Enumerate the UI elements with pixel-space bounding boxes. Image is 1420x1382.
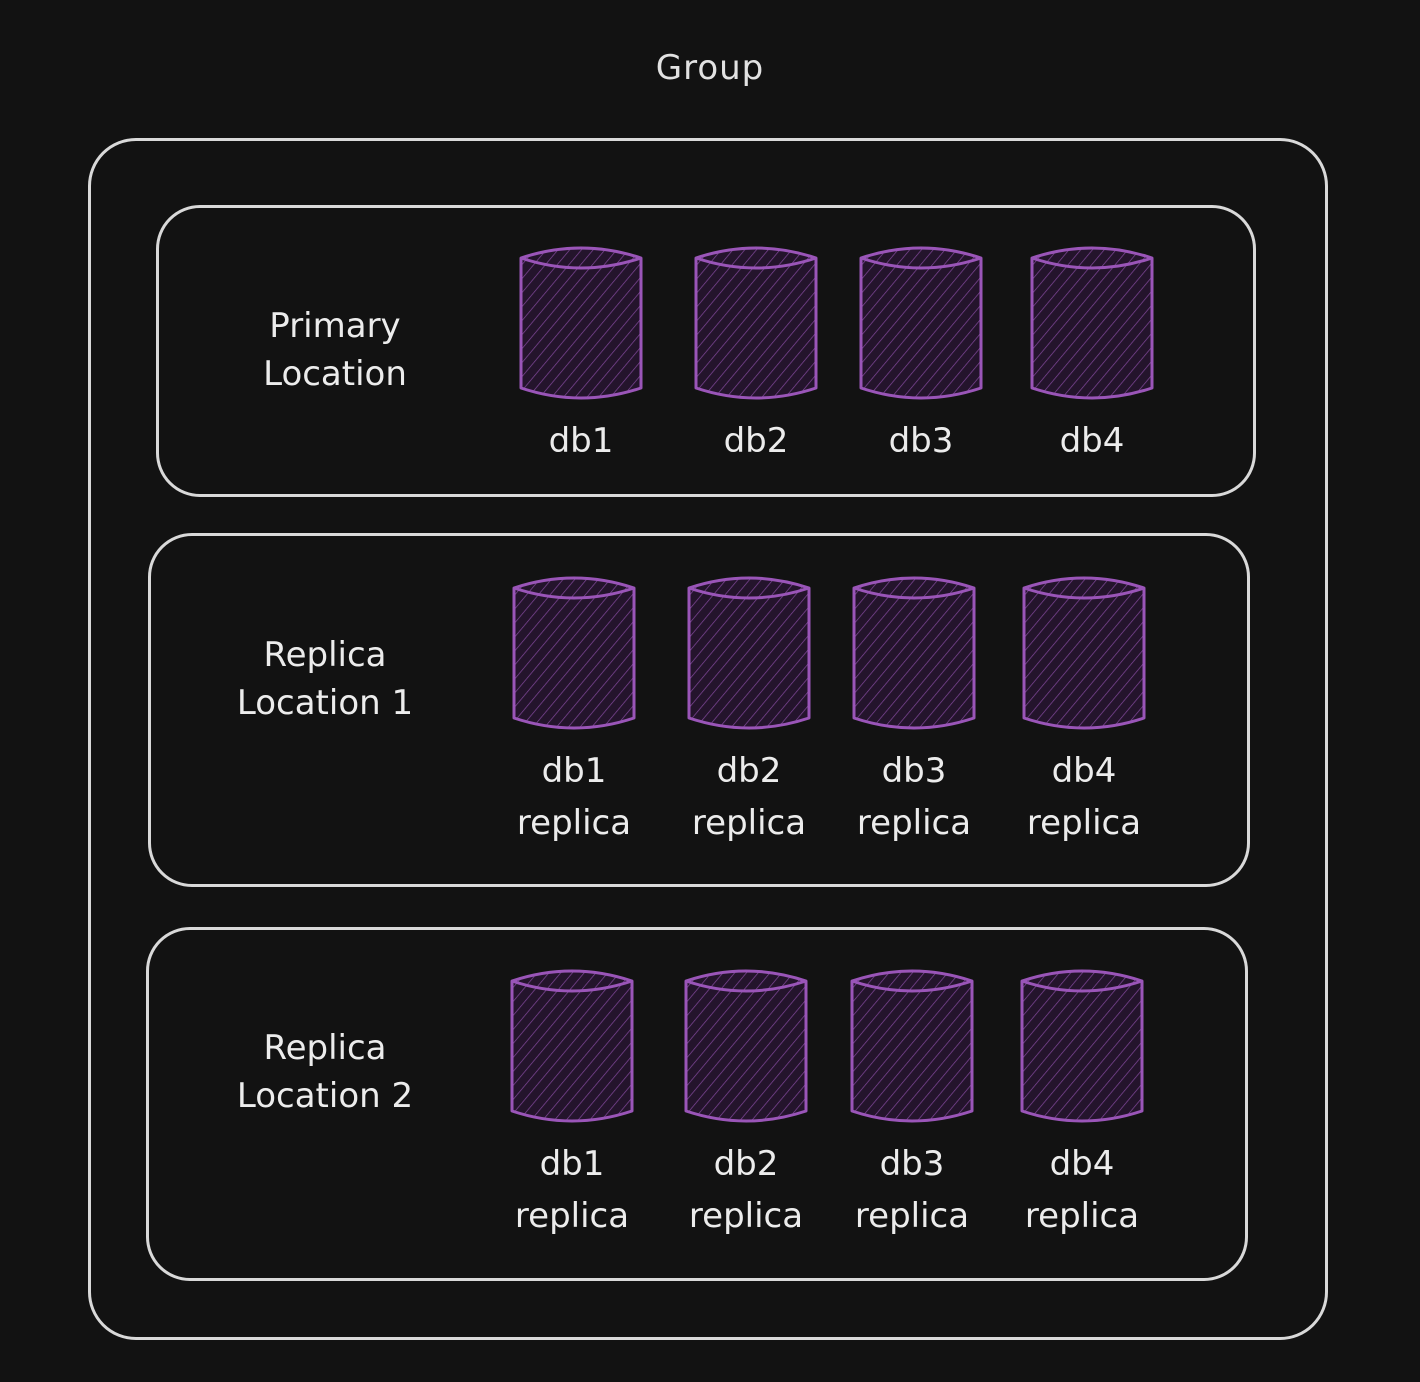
database-label: db2 [656,415,856,467]
database-cylinder-icon [848,965,976,1125]
database-role: replica [688,1196,804,1236]
database-role: replica [514,1196,630,1236]
database-cylinder-icon [510,572,638,732]
replica-location-1-box [148,533,1250,887]
primary-location-box [156,205,1256,497]
database-name: db4 [1051,751,1117,791]
database-name: db4 [1049,1144,1115,1184]
database-label: db3 [821,415,1021,467]
database-cylinder-icon [857,242,985,402]
database-label: db1 replica [474,745,674,849]
database-cylinder-icon [517,242,645,402]
database-name: db3 [888,421,954,461]
replica-location-2-box [146,927,1248,1281]
database-role: replica [1024,1196,1140,1236]
database-cylinder-icon [682,965,810,1125]
group-title: Group [655,48,765,88]
database-cylinder-icon [850,572,978,732]
database-name: db2 [716,751,782,791]
database-role: replica [691,803,807,843]
database-name: db3 [881,751,947,791]
database-label: db4 replica [982,1138,1182,1242]
database-role: replica [1026,803,1142,843]
database-cylinder-icon [1018,965,1146,1125]
database-cylinder-icon [692,242,820,402]
database-name: db1 [541,751,607,791]
database-label: db3 replica [812,1138,1012,1242]
database-cylinder-icon [685,572,813,732]
database-name: db4 [1059,421,1125,461]
database-cylinder-icon [1028,242,1156,402]
database-role: replica [856,803,972,843]
database-cylinder-icon [1020,572,1148,732]
database-cylinder-icon [508,965,636,1125]
database-role: replica [516,803,632,843]
group-container [88,138,1328,1340]
database-label: db2 replica [649,745,849,849]
database-name: db2 [713,1144,779,1184]
primary-location-label: Primary Location [263,306,407,394]
database-name: db3 [879,1144,945,1184]
database-label: db1 [481,415,681,467]
database-label: db1 replica [472,1138,672,1242]
database-name: db2 [723,421,789,461]
database-role: replica [854,1196,970,1236]
database-label: db3 replica [814,745,1014,849]
database-label: db4 replica [984,745,1184,849]
database-label: db4 [992,415,1192,467]
database-label: db2 replica [646,1138,846,1242]
database-name: db1 [548,421,614,461]
replica-location-1-label: Replica Location 1 [236,635,414,723]
replica-location-2-label: Replica Location 2 [236,1028,414,1116]
database-name: db1 [539,1144,605,1184]
